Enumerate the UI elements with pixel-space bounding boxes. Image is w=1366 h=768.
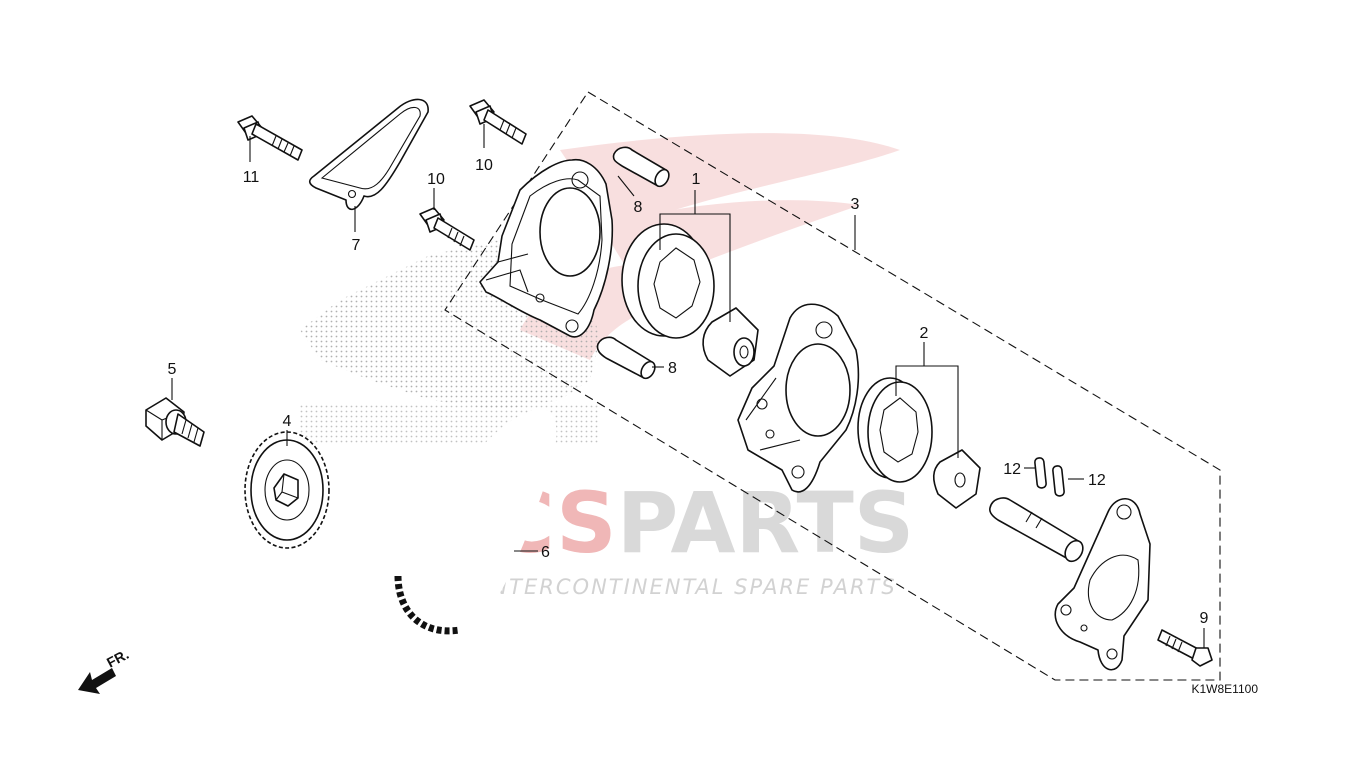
callout-10-upper: 10 [475, 157, 493, 174]
front-label: FR. [104, 646, 131, 671]
pin-12-right [1052, 465, 1065, 497]
plate-7 [308, 98, 429, 211]
chain-6 [394, 408, 557, 644]
pump-body [737, 303, 860, 493]
rear-cover-plate [1054, 497, 1151, 671]
front-direction-indicator: FR. [78, 646, 131, 694]
bolt-10-upper [469, 99, 527, 145]
rotor-set-2 [857, 377, 981, 509]
callout-4: 4 [283, 413, 292, 430]
callout-8-lower: 8 [668, 360, 677, 377]
callout-5: 5 [168, 361, 177, 378]
watermark-tagline: INTERCONTINENTAL SPARE PARTS [483, 575, 896, 599]
assembly-dashed-outline [444, 91, 1221, 681]
pin-12-left [1034, 457, 1047, 489]
leader-lines [171, 124, 1205, 648]
bolt-11 [237, 115, 303, 161]
rotor-set-1 [621, 223, 759, 377]
callout-11: 11 [243, 169, 260, 186]
bolt-9 [1157, 629, 1213, 667]
callout-7: 7 [352, 237, 361, 254]
sprocket-4 [244, 431, 330, 549]
callout-12-right: 12 [1088, 472, 1106, 489]
callout-2: 2 [920, 325, 929, 342]
bolt-10-lower [419, 207, 475, 251]
pin-8-upper [612, 146, 670, 188]
callout-10-lower: 10 [427, 171, 445, 188]
pin-8-lower [596, 336, 656, 380]
callout-12-left: 12 [1003, 461, 1021, 478]
callout-9: 9 [1200, 610, 1209, 627]
pump-shaft [989, 497, 1084, 563]
pump-cover [479, 158, 614, 338]
bolt-5 [145, 397, 205, 447]
callout-1: 1 [692, 171, 701, 188]
callout-6: 6 [541, 544, 550, 561]
callout-8-upper: 8 [634, 199, 643, 216]
diagram-code: K1W8E1100 [1192, 682, 1259, 696]
watermark-brand-suffix: PARTS [617, 474, 915, 572]
callout-3: 3 [851, 196, 860, 213]
